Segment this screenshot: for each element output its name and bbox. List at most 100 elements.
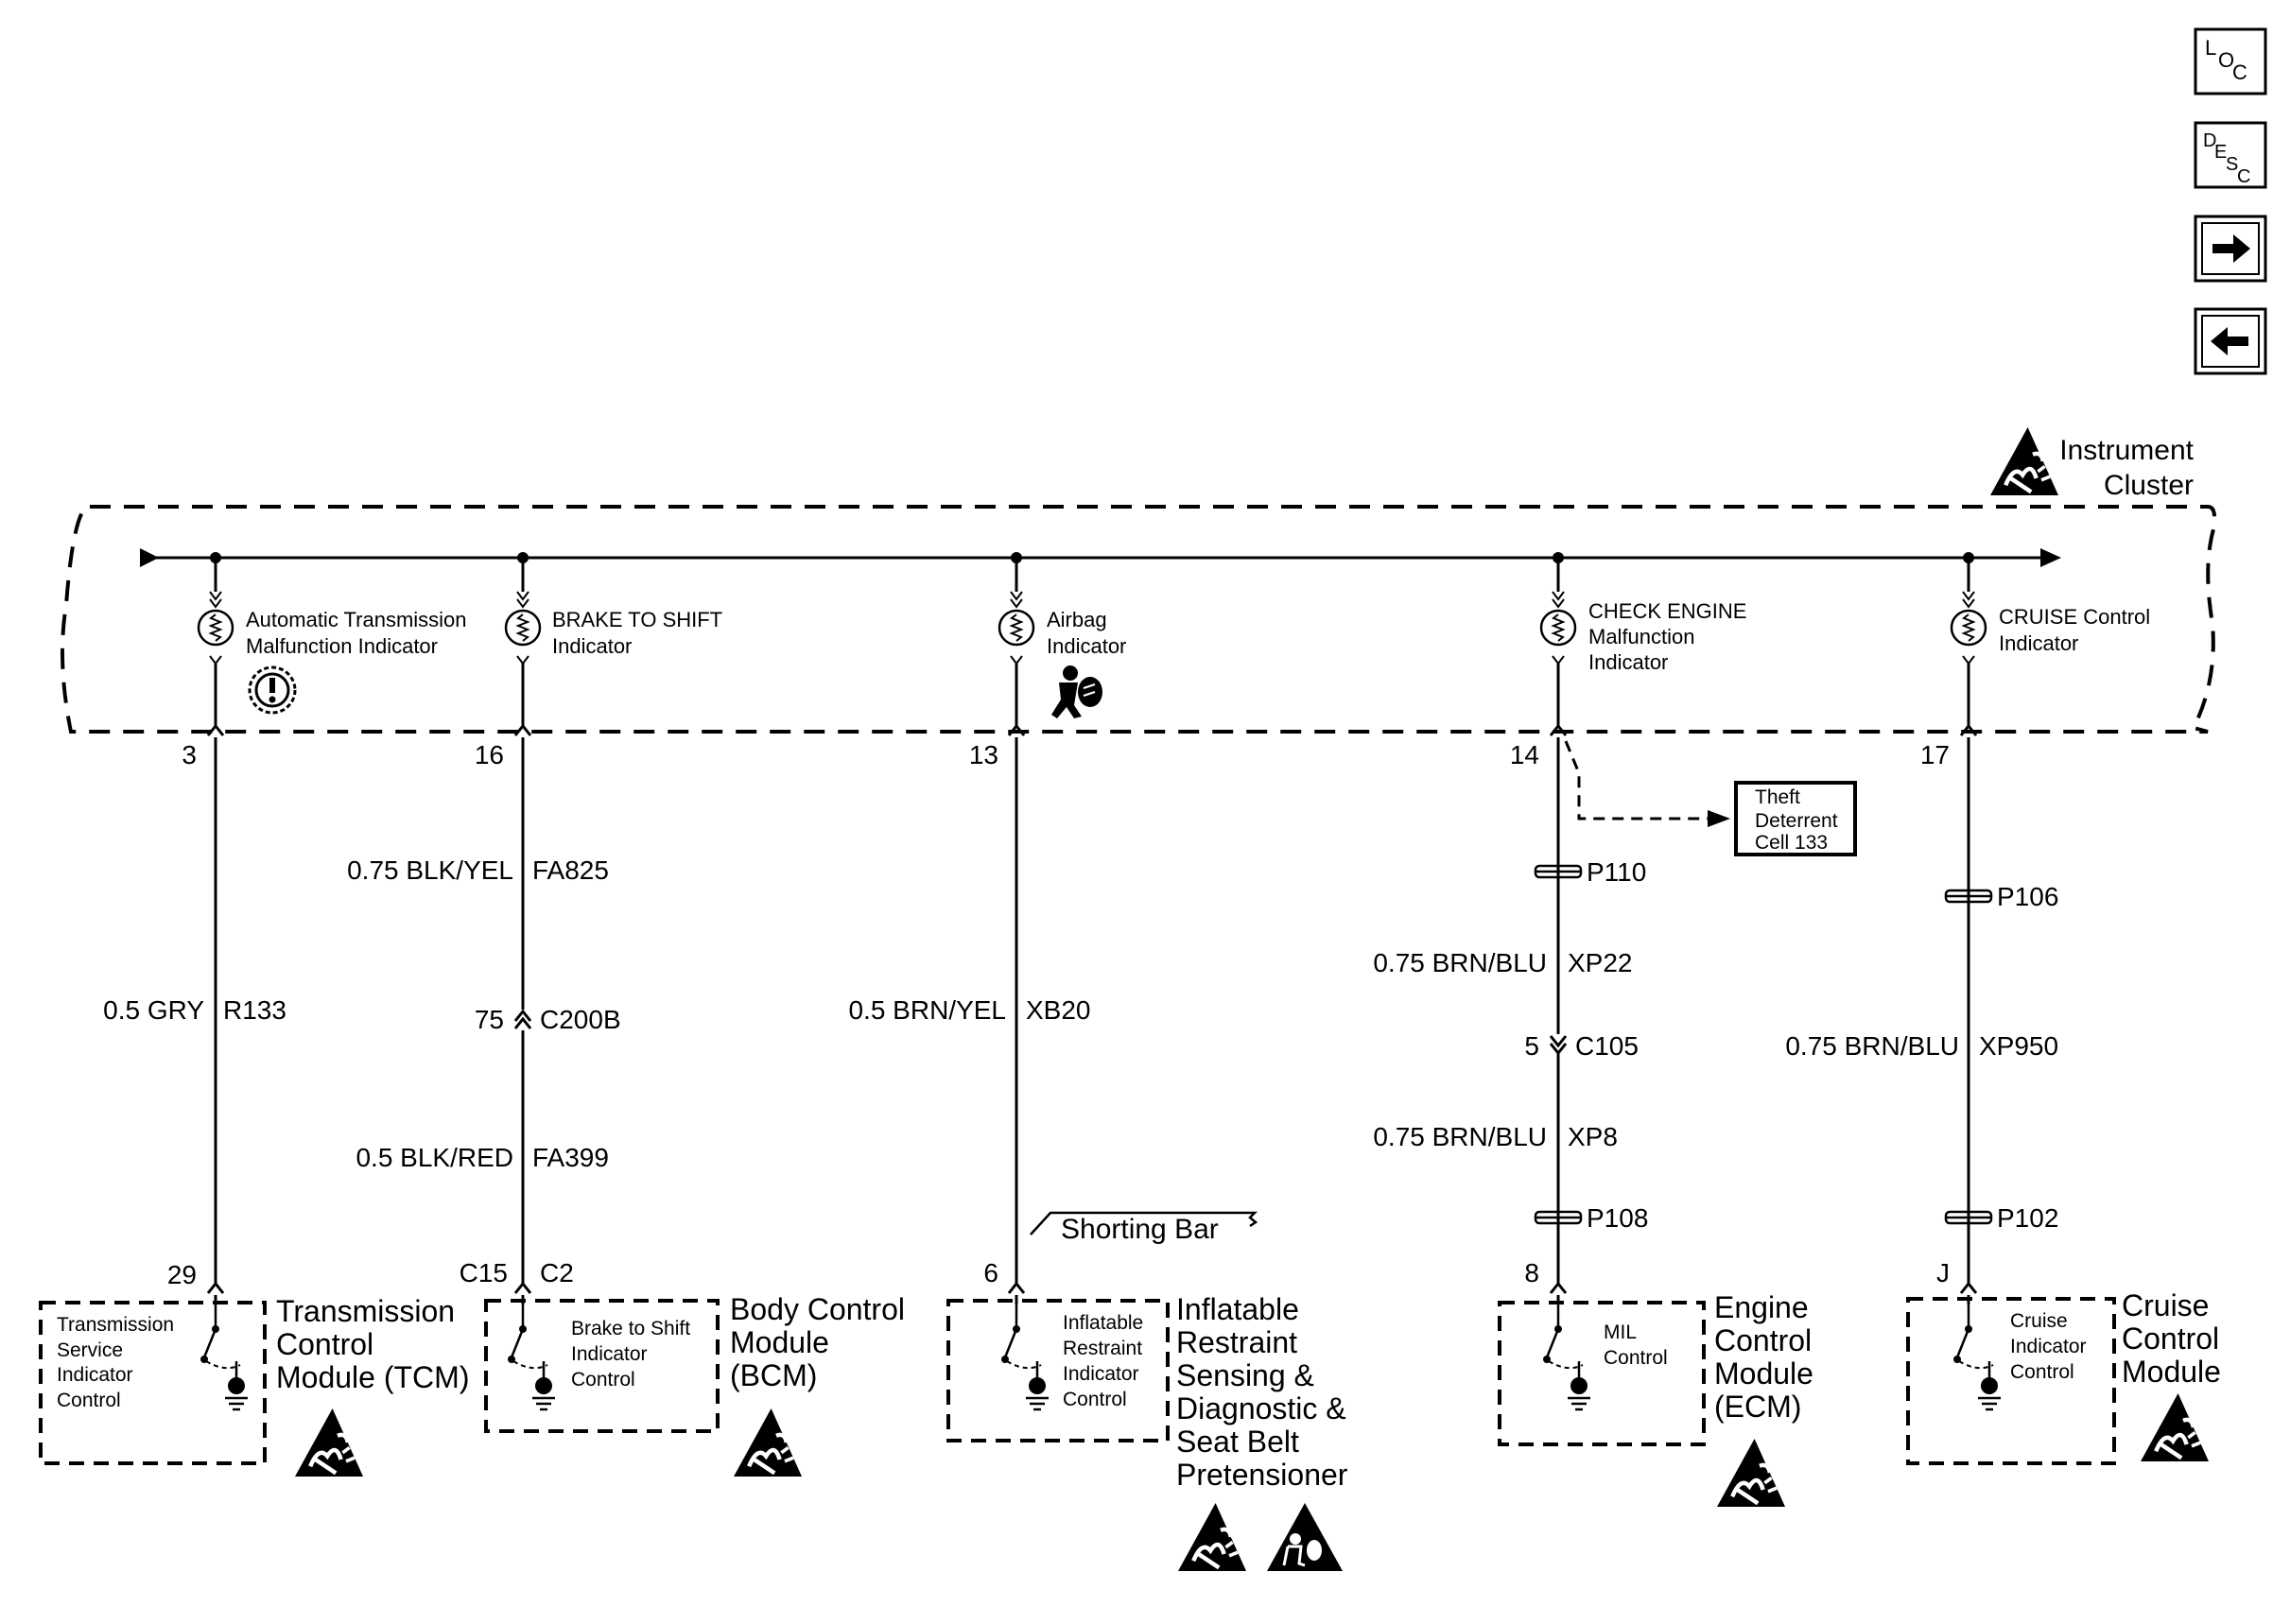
theft-line3: Cell 133 [1755, 832, 1828, 854]
sdm-name-3: Sensing & [1176, 1358, 1314, 1392]
sdm-name-6: Pretensioner [1176, 1458, 1348, 1492]
c105-pin: 5 [1524, 1031, 1539, 1061]
check-engine-pin: 14 [1510, 740, 1539, 769]
atmi-circuit [197, 552, 234, 1304]
airbag-warning-icon [1267, 1503, 1343, 1571]
check-engine-label-line2: Malfunction [1588, 625, 1695, 648]
theft-deterrent-link[interactable]: Theft Deterrent Cell 133 [1734, 781, 1857, 856]
airbag-pin: 13 [969, 740, 998, 769]
tcm-name-1: Transmission [276, 1294, 455, 1328]
ccm-inner-1: Cruise [2010, 1310, 2068, 1332]
ground-icon [1566, 1359, 1592, 1411]
shorting-bar-label: Shorting Bar [1061, 1214, 1219, 1245]
tcm-box [39, 1301, 267, 1465]
shorting-bar-symbol [1030, 1211, 1258, 1235]
bus-end-arrow [2040, 548, 2061, 567]
sdm-name-4: Diagnostic & [1176, 1391, 1346, 1425]
ground-icon [223, 1359, 250, 1411]
ecm-pin: 8 [1524, 1258, 1539, 1287]
p102-label: P102 [1997, 1203, 2058, 1233]
xb20-gauge-color: 0.5 BRN/YEL [848, 995, 1006, 1025]
bcm-box [484, 1299, 720, 1433]
airbag-circuit [998, 552, 1035, 1304]
desc-letter-e: E [2214, 142, 2227, 163]
cluster-title-line2: Cluster [2104, 470, 2194, 501]
sdm-name-1: Inflatable [1176, 1292, 1299, 1326]
esd-warning-icon [1178, 1503, 1246, 1571]
ccm-box [1906, 1297, 2116, 1465]
sdm-name-2: Restraint [1176, 1325, 1297, 1359]
bts-circuit [504, 552, 542, 1304]
xb20-circuit: XB20 [1026, 995, 1091, 1025]
ecm-name-3: Module [1714, 1356, 1813, 1391]
desc-letter-s: S [2226, 154, 2238, 175]
ecm-box [1498, 1301, 1706, 1446]
c200b-connector: C200B [540, 1005, 621, 1034]
atmi-label-line1: Automatic Transmission [246, 608, 467, 631]
esd-warning-icon [2141, 1393, 2209, 1461]
sdm-inner-1: Inflatable [1063, 1312, 1143, 1334]
sdm-inner-2: Restraint [1063, 1338, 1142, 1359]
desc-button[interactable]: D E S C [2194, 121, 2267, 189]
ccm-inner-3: Control [2010, 1361, 2074, 1383]
theft-reference-line [1564, 740, 1711, 821]
airbag-icon [1051, 665, 1102, 718]
airbag-label-line2: Indicator [1047, 634, 1126, 658]
theft-line1: Theft [1755, 786, 1800, 808]
p108-label: P108 [1587, 1203, 1648, 1233]
ecm-inner-1: MIL [1604, 1322, 1637, 1343]
cluster-title-line1: Instrument [2059, 435, 2194, 466]
esd-warning-icon [1990, 427, 2058, 495]
loc-letter-l: L [2205, 36, 2216, 60]
ground-icon [1976, 1359, 2003, 1411]
tcm-name-2: Control [276, 1327, 373, 1361]
bcm-pin-c15: C15 [460, 1258, 508, 1287]
sdm-box [946, 1299, 1170, 1443]
cruise-circuit [1950, 552, 1987, 1304]
bcm-inner-3: Control [571, 1369, 635, 1391]
xp8-circuit: XP8 [1568, 1122, 1618, 1151]
ground-icon [1024, 1359, 1050, 1411]
atmi-label-line2: Malfunction Indicator [246, 634, 438, 658]
r133-gauge-color: 0.5 GRY [103, 995, 204, 1025]
r133-circuit: R133 [223, 995, 286, 1025]
back-button[interactable] [2194, 307, 2267, 375]
esd-warning-icon [1717, 1439, 1785, 1507]
ccm-name-3: Module [2122, 1355, 2221, 1389]
bus-start-arrow [140, 548, 159, 567]
ccm-name-2: Control [2122, 1322, 2219, 1356]
bts-label-line2: Indicator [552, 634, 632, 658]
sdm-inner-3: Indicator [1063, 1363, 1139, 1385]
loc-button[interactable]: L O C [2194, 27, 2267, 95]
xp950-gauge-color: 0.75 BRN/BLU [1785, 1031, 1959, 1061]
xp22-gauge-color: 0.75 BRN/BLU [1373, 948, 1547, 977]
tcm-name-3: Module (TCM) [276, 1360, 469, 1394]
loc-letter-o: O [2218, 48, 2234, 72]
tcm-inner-4: Control [57, 1390, 121, 1411]
check-engine-circuit [1539, 552, 1577, 1304]
theft-reference-arrow [1708, 810, 1730, 827]
ecm-inner-2: Control [1604, 1347, 1668, 1369]
bts-pin: 16 [475, 740, 504, 769]
fa399-gauge-color: 0.5 BLK/RED [356, 1143, 513, 1172]
arrow-right-icon [2212, 234, 2250, 263]
ecm-name-1: Engine [1714, 1290, 1809, 1324]
check-engine-label-line3: Indicator [1588, 650, 1668, 674]
forward-button[interactable] [2194, 215, 2267, 283]
fa825-gauge-color: 0.75 BLK/YEL [347, 855, 513, 885]
fa825-circuit: FA825 [532, 855, 609, 885]
theft-line2: Deterrent [1755, 810, 1838, 832]
bcm-name-1: Body Control [730, 1292, 905, 1326]
sdm-pin: 6 [983, 1258, 998, 1287]
bcm-name-3: (BCM) [730, 1358, 817, 1392]
esd-warning-icon [295, 1408, 363, 1477]
tcm-inner-1: Transmission [57, 1314, 174, 1336]
c105-connector: C105 [1575, 1031, 1639, 1061]
sdm-inner-4: Control [1063, 1389, 1127, 1410]
bts-label-line1: BRAKE TO SHIFT [552, 608, 722, 631]
bcm-inner-2: Indicator [571, 1343, 648, 1365]
cruise-label-line1: CRUISE Control [1999, 605, 2150, 629]
loc-letter-c: C [2232, 60, 2247, 84]
bcm-pin-c2: C2 [540, 1258, 574, 1287]
ccm-name-1: Cruise [2122, 1288, 2209, 1322]
